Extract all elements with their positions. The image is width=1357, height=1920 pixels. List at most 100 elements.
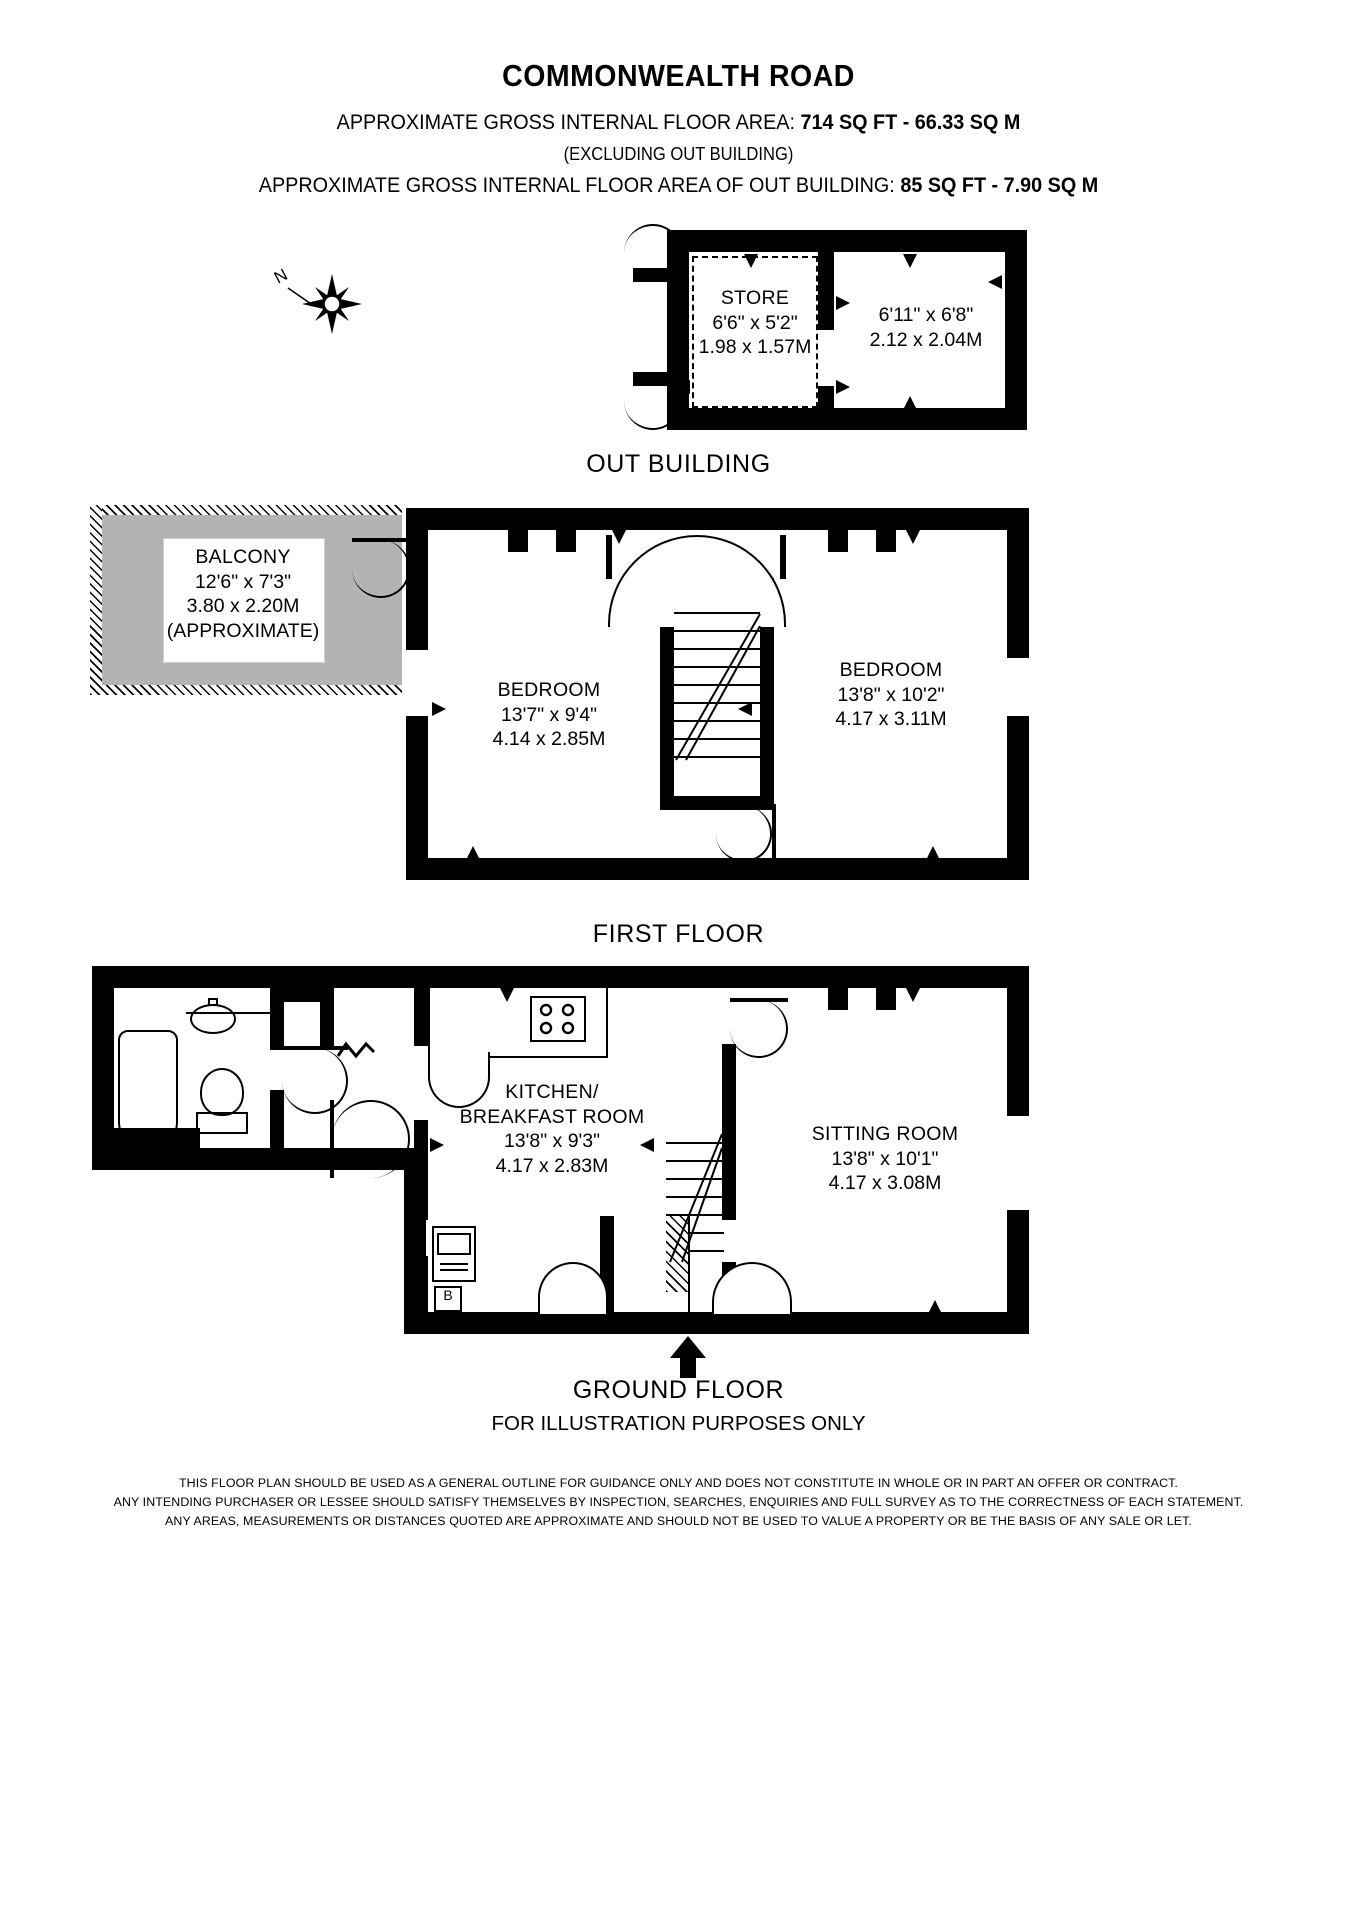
ff-arrow-bottom-left <box>466 846 480 860</box>
ff-stair-wall-bottom <box>660 796 774 810</box>
ff-notch-b <box>556 530 576 552</box>
ff-landing-arch-jamb-right <box>780 535 786 579</box>
outbuilding-partition-lower <box>818 386 834 410</box>
balcony-door-arc <box>352 540 410 598</box>
sitting-room-door-leaf <box>730 998 788 1002</box>
outbuilding-window-arrow-right <box>988 275 1002 289</box>
boiler-icon: B <box>434 1286 462 1312</box>
ff-bedroom-door-arc <box>716 806 772 862</box>
wc-icon <box>200 1068 244 1116</box>
ff-wall-left-lower <box>406 718 428 880</box>
gf-wall-bottom <box>404 1312 1029 1334</box>
legal-disclaimer: THIS FLOOR PLAN SHOULD BE USED AS A GENE… <box>0 1474 1357 1532</box>
ff-bedroom-door-leaf <box>772 804 776 858</box>
outbuilding-window-arrow-left-inner-2 <box>836 380 850 394</box>
ff-window-left <box>406 648 428 718</box>
kitchen-name-line2: BREAKFAST ROOM <box>459 1105 645 1128</box>
room-label-bedroom-right: BEDROOM 13'8" x 10'2" 4.17 x 3.11M <box>778 658 1004 732</box>
gf-wall-left <box>92 966 114 1148</box>
outbuilding-window-arrow-room-bottom <box>903 396 917 410</box>
gross-area-value: 714 SQ FT - 66.33 SQ M <box>800 110 1021 134</box>
caption-ground-floor: GROUND FLOOR <box>572 1376 785 1404</box>
kitchen-worktop-left <box>428 988 430 1058</box>
balcony-hatch-top <box>90 505 402 515</box>
room-label-bedroom-left: BEDROOM 13'7" x 9'4" 4.14 x 2.85M <box>440 678 658 752</box>
ff-wall-left-upper <box>406 508 428 648</box>
hob-icon <box>530 996 586 1042</box>
ff-landing-arch-jamb-left <box>606 535 612 579</box>
balcony-hatch-left <box>90 505 102 695</box>
ff-wall-right-lower <box>1007 718 1029 880</box>
hall-arch-left <box>538 1262 608 1314</box>
gf-notch-a <box>828 988 848 1010</box>
ff-notch-a <box>508 530 528 552</box>
gf-notch-b <box>876 988 896 1010</box>
gf-window-right <box>1007 1114 1029 1212</box>
balcony-hatch-bottom <box>90 685 402 695</box>
legal-line-1: THIS FLOOR PLAN SHOULD BE USED AS A GENE… <box>179 1476 1178 1490</box>
outbuilding-area-value: 85 SQ FT - 7.90 SQ M <box>900 173 1099 197</box>
gf-arrow-top-sitting <box>906 988 920 1002</box>
wash-basin-icon <box>190 1004 236 1034</box>
outbuilding-room-metric: 2.12 x 2.04M <box>869 328 983 351</box>
bathtub-icon <box>118 1030 178 1148</box>
store-window-arrow-left <box>676 380 690 394</box>
outbuilding-door-arc-lower <box>624 372 682 430</box>
compass-rose: N <box>270 262 385 342</box>
illustration-note: FOR ILLUSTRATION PURPOSES ONLY <box>491 1412 866 1435</box>
gf-kitchen-partition-lower <box>414 1120 428 1220</box>
balcony-metric: 3.80 x 2.20M <box>186 595 300 618</box>
header: COMMONWEALTH ROAD APPROXIMATE GROSS INTE… <box>0 58 1357 198</box>
ff-arrow-left-bedroom <box>432 702 446 716</box>
outbuilding-wall-top <box>667 230 1027 252</box>
balcony-imperial: 12'6" x 7'3" <box>194 570 292 593</box>
store-opening-arrow-top <box>744 254 758 268</box>
ff-notch-d <box>876 530 896 552</box>
bath-counter-line <box>186 1012 282 1014</box>
outbuilding-door-arc-upper <box>624 224 682 282</box>
svg-text:N: N <box>271 265 291 288</box>
gf-bath-partition-upper <box>270 988 284 1050</box>
gross-internal-area-line: APPROXIMATE GROSS INTERNAL FLOOR AREA: 7… <box>54 110 1302 135</box>
gross-area-label: APPROXIMATE GROSS INTERNAL FLOOR AREA: <box>336 110 795 134</box>
bedroom-left-name: BEDROOM <box>497 679 601 701</box>
caption-first-floor: FIRST FLOOR <box>592 920 765 948</box>
gf-stair-wall-right <box>722 1044 736 1220</box>
gf-arrow-bottom-sitting <box>928 1300 942 1314</box>
ff-arrow-bottom-right <box>926 846 940 860</box>
outbuilding-wall-bottom <box>667 408 1027 430</box>
caption-out-building: OUT BUILDING <box>586 450 771 478</box>
kitchen-name-line1: KITCHEN/ <box>505 1081 599 1103</box>
basin-tap-icon <box>208 998 218 1006</box>
bathroom-door-leaf <box>282 1046 348 1050</box>
gf-kitchen-partition-upper <box>414 988 428 1046</box>
kitchen-metric: 4.17 x 2.83M <box>495 1154 609 1177</box>
sitting-room-door-arc <box>730 1000 788 1058</box>
bedroom-left-imperial: 13'7" x 9'4" <box>500 703 598 726</box>
store-imperial: 6'6" x 5'2" <box>712 311 798 334</box>
ff-stair-wall-left <box>660 578 674 804</box>
hall-door-leaf <box>330 1100 334 1178</box>
gf-bath-partition-2 <box>320 988 334 1050</box>
kitchen-imperial: 13'8" x 9'3" <box>503 1130 601 1153</box>
kitchen-arch-left <box>428 1052 490 1108</box>
sitting-imperial: 13'8" x 10'1" <box>831 1147 939 1170</box>
outbuilding-wall-right <box>1005 230 1027 430</box>
room-label-kitchen: KITCHEN/ BREAKFAST ROOM 13'8" x 9'3" 4.1… <box>430 1080 674 1178</box>
room-label-outbuilding-room: 6'11" x 6'8" 2.12 x 2.04M <box>846 303 1006 352</box>
bedroom-right-metric: 4.17 x 3.11M <box>835 708 947 731</box>
entrance-arrow-icon <box>670 1336 706 1378</box>
bedroom-left-metric: 4.14 x 2.85M <box>492 728 606 751</box>
balcony-name: BALCONY <box>195 546 291 568</box>
room-label-store: STORE 6'6" x 5'2" 1.98 x 1.57M <box>692 286 818 360</box>
gf-arrow-kitchen-right <box>640 1138 654 1152</box>
bathroom-door-arc <box>282 1048 348 1114</box>
room-label-sitting: SITTING ROOM 13'8" x 10'1" 4.17 x 3.08M <box>760 1122 1010 1196</box>
kitchen-worktop-right <box>606 988 608 1058</box>
sitting-name: SITTING ROOM <box>811 1123 959 1145</box>
balcony-door-leaf <box>352 538 410 542</box>
store-name: STORE <box>720 287 790 309</box>
outbuilding-partition-upper <box>818 252 834 330</box>
gf-arrow-kitchen-left <box>430 1138 444 1152</box>
